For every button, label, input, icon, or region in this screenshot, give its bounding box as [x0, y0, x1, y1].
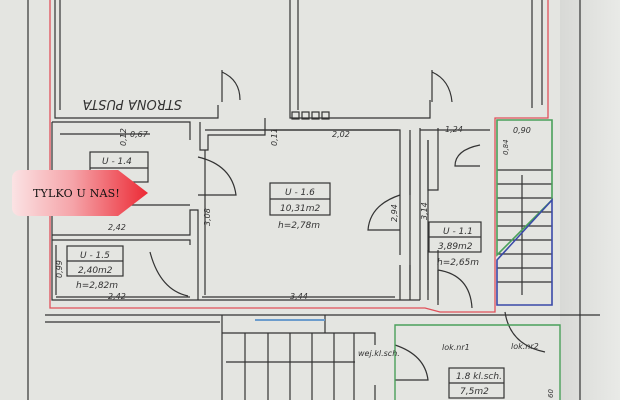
- room-1-6-area: 10,31m2: [280, 204, 321, 214]
- room-labels: U - 1.4 U - 1.5 2,40m2 h=2,82m U - 1.6 1…: [76, 157, 502, 397]
- dim-3-14: 3,14: [420, 202, 429, 220]
- room-1-8-id: 1.8 kl.sch.: [456, 372, 502, 382]
- dim-0-90: 0,90: [513, 126, 531, 135]
- room-1-5-area: 2,40m2: [78, 266, 113, 276]
- room-1-5-id: U - 1.5: [80, 251, 110, 261]
- unit-outline: [49, 0, 549, 313]
- dim-0-12: 0,12: [119, 128, 128, 146]
- dim-0-11: 0,11: [270, 128, 279, 146]
- stair-hall-outline: [394, 324, 561, 400]
- room-1-6-id: U - 1.6: [285, 188, 315, 198]
- dim-0-67: 0,67: [130, 130, 149, 139]
- room-1-1-height: h=2,65m: [437, 258, 479, 268]
- dim-3-08: 3,08: [203, 208, 212, 226]
- walls: [27, 0, 600, 400]
- room-1-6-height: h=2,78m: [278, 221, 320, 231]
- dimension-labels: 0,67 0,12 2,42 2,42 0,99 3,08 0,11 2,02 …: [55, 125, 555, 398]
- room-1-1-area: 3,89m2: [438, 242, 473, 252]
- dim-0-84: 0,84: [502, 139, 510, 155]
- stairs-lower: [226, 333, 355, 400]
- dim-1-24: 1,24: [445, 125, 463, 134]
- watermark: STRONA PUSTA: [83, 96, 182, 111]
- dim-2-94: 2,94: [390, 204, 399, 222]
- dim-3-44: 3,44: [290, 292, 308, 301]
- stair-blue-outline: [496, 197, 553, 306]
- label-lok-nr2: lok.nr2: [511, 342, 539, 351]
- room-1-4-id: U - 1.4: [102, 157, 132, 167]
- label-lok-nr1: lok.nr1: [442, 343, 470, 352]
- dim-2-42-top: 2,42: [108, 223, 126, 232]
- room-1-1-id: U - 1.1: [443, 227, 473, 237]
- room-1-5-height: h=2,82m: [76, 281, 118, 291]
- room-1-8-area: 7,5m2: [460, 387, 489, 397]
- dim-0-99: 0,99: [55, 260, 64, 278]
- paper-shadow: [560, 0, 620, 400]
- dim-60: 60: [547, 389, 555, 398]
- dim-2-02: 2,02: [332, 130, 350, 139]
- promo-badge: TYLKO U NAS!: [12, 170, 148, 216]
- label-entrance: wej.kl.sch.: [358, 349, 400, 358]
- dim-2-42-bottom: 2,42: [108, 292, 126, 301]
- stairs-upper: [497, 169, 552, 295]
- promo-badge-text: TYLKO U NAS!: [33, 186, 121, 200]
